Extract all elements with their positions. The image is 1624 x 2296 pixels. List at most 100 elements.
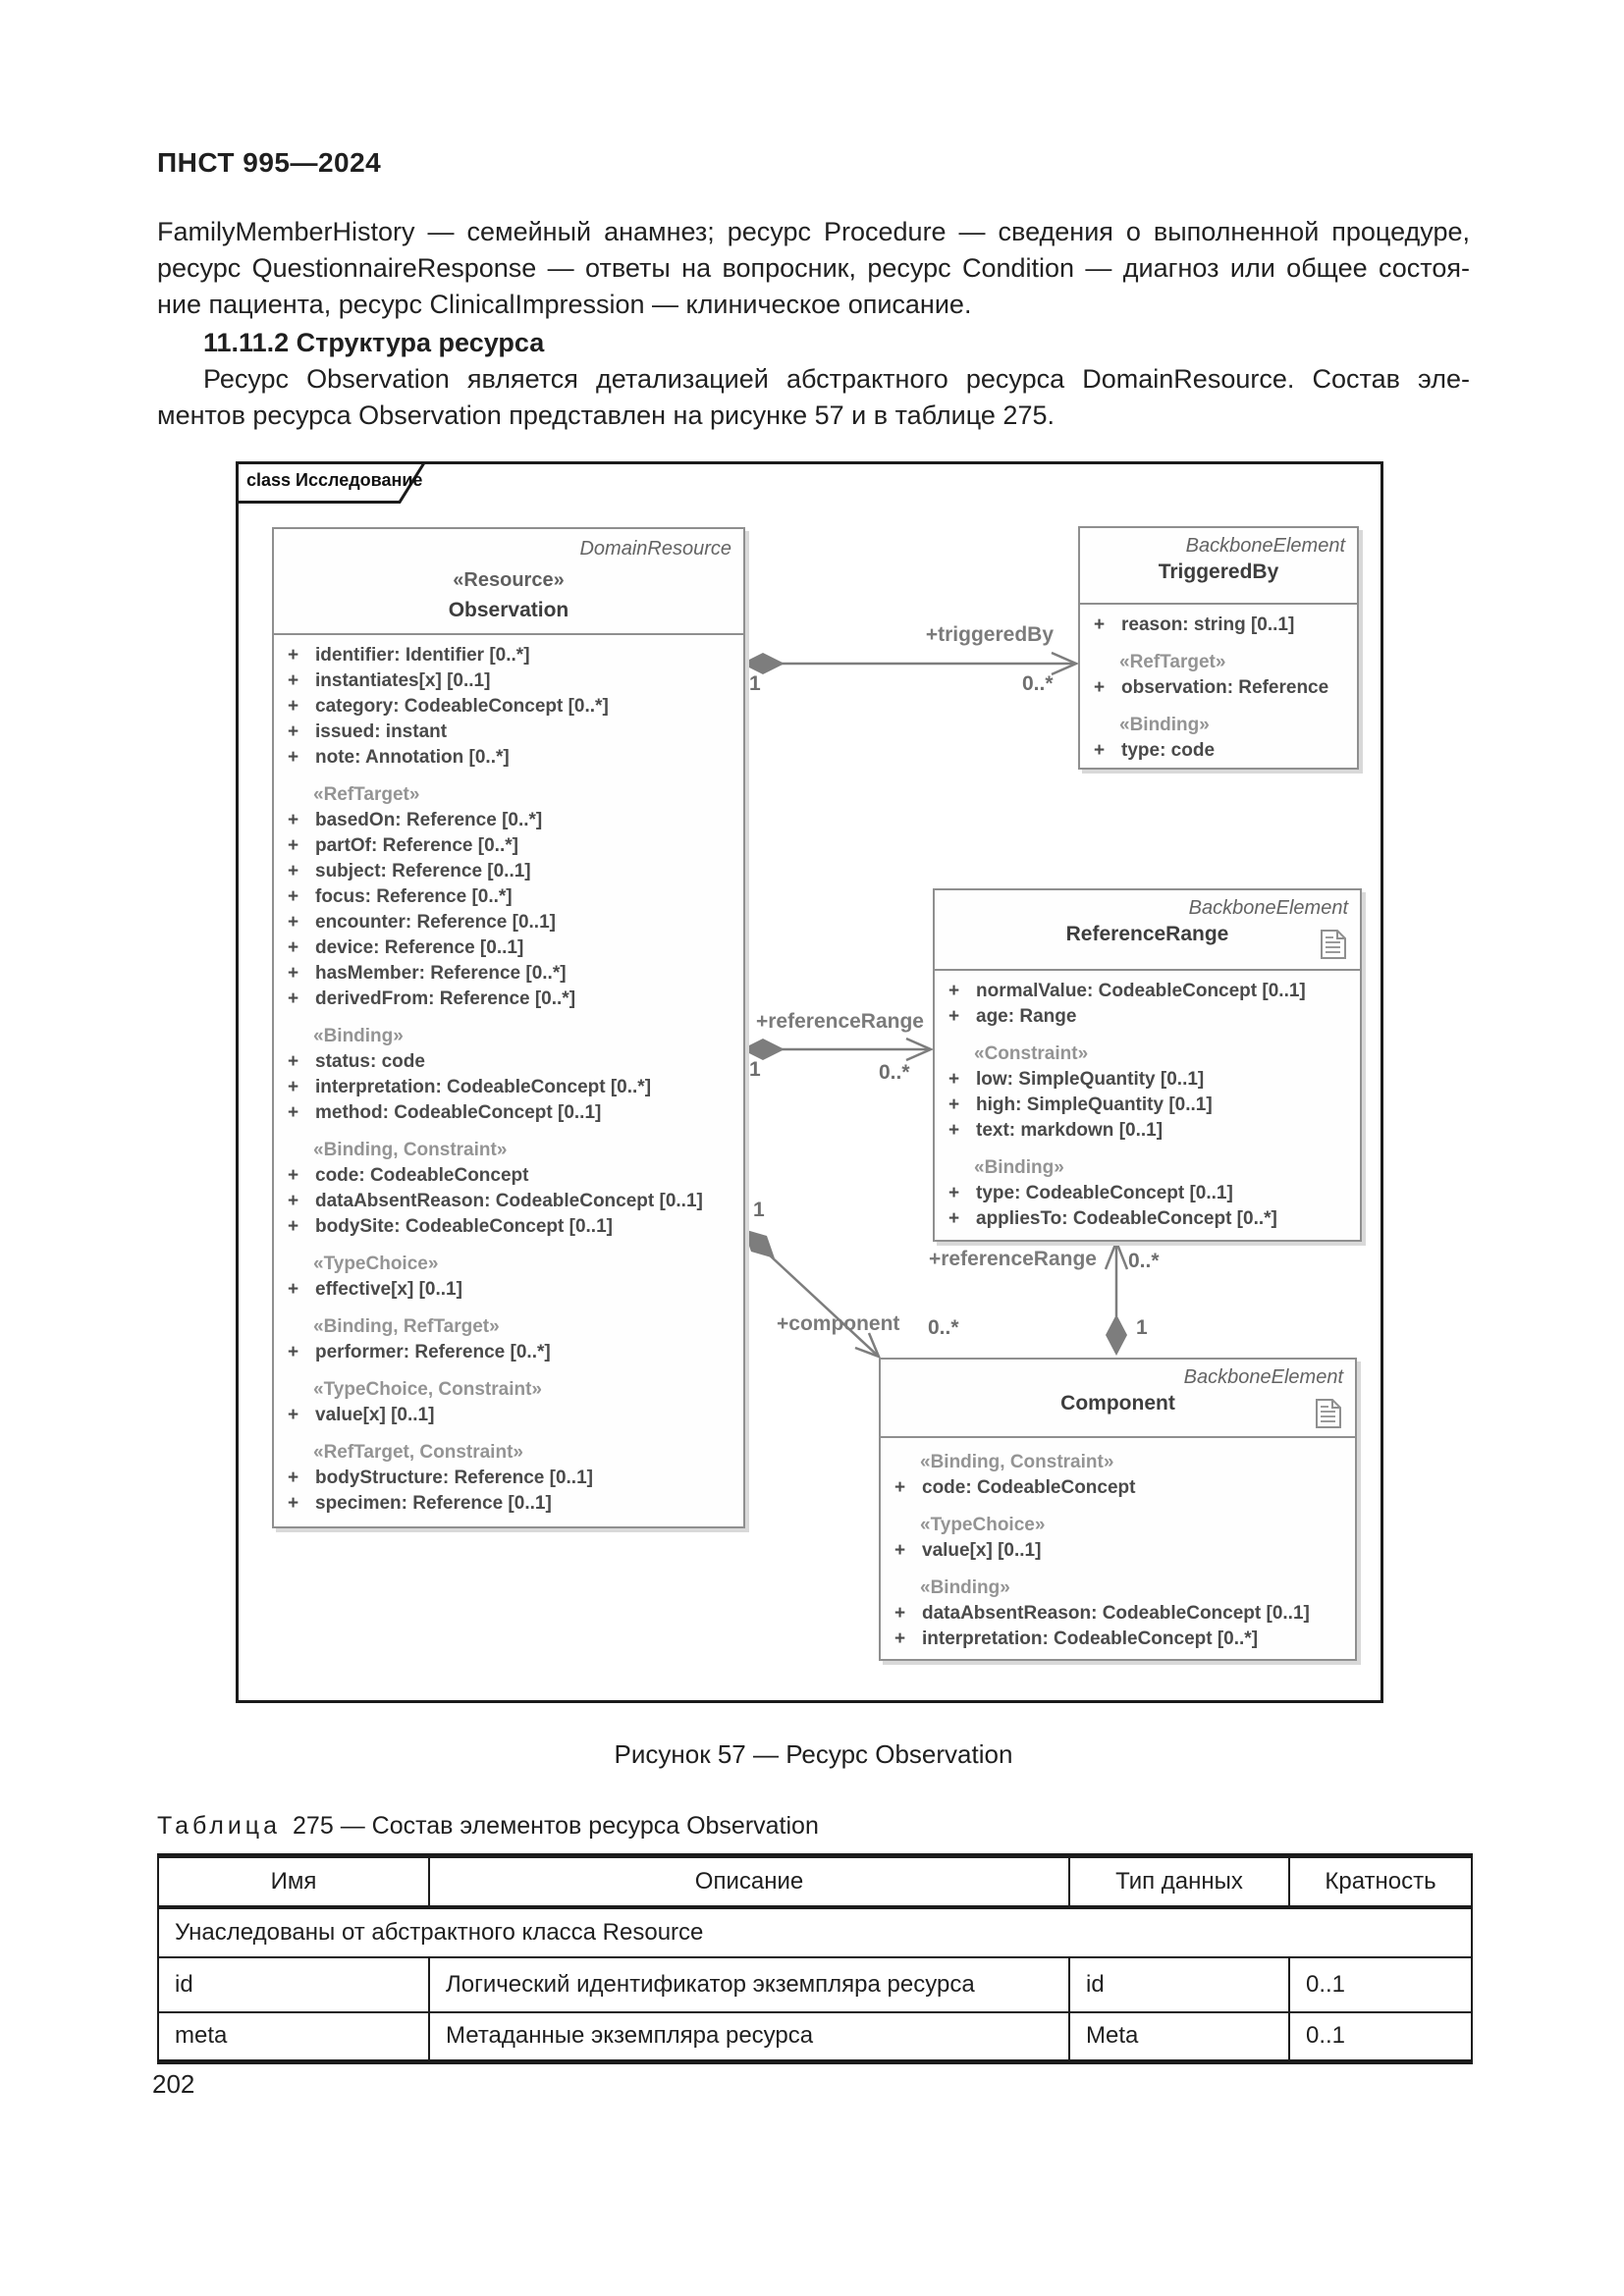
frame-tab-shape xyxy=(236,461,427,504)
visibility-plus: + xyxy=(948,1120,960,1141)
uml-attribute: +type: CodeableConcept [0..1] xyxy=(935,1181,1360,1206)
visibility-plus: + xyxy=(288,937,299,958)
class-name: ReferenceRange xyxy=(1065,923,1229,945)
document-icon xyxy=(1316,1399,1341,1428)
class-name: Component xyxy=(1060,1392,1175,1415)
uml-attribute: +focus: Reference [0..*] xyxy=(274,884,743,910)
uml-attribute: +appliesTo: CodeableConcept [0..*] xyxy=(935,1206,1360,1232)
uml-diagram-frame: class Исследование +triggeredBy 1 0..* +… xyxy=(236,461,1383,1703)
uml-attribute: +specimen: Reference [0..1] xyxy=(274,1491,743,1517)
table-caption-text: 275 — Состав элементов ресурса Observati… xyxy=(293,1812,819,1840)
uml-attribute: +derivedFrom: Reference [0..*] xyxy=(274,987,743,1012)
visibility-plus: + xyxy=(288,886,299,907)
class-name: TriggeredBy xyxy=(1158,561,1279,583)
visibility-plus: + xyxy=(894,1477,906,1498)
uml-attribute: +bodyStructure: Reference [0..1] xyxy=(274,1466,743,1491)
uml-attribute: +age: Range xyxy=(935,1004,1360,1030)
document-icon xyxy=(1321,930,1346,959)
class-component: BackboneElement Component «Binding, Cons… xyxy=(879,1358,1357,1661)
aggregation-diamond xyxy=(741,653,785,674)
visibility-plus: + xyxy=(948,981,960,1001)
multiplicity: 0..* xyxy=(928,1316,959,1339)
uml-attribute: +status: code xyxy=(274,1049,743,1075)
visibility-plus: + xyxy=(288,1493,299,1514)
intro-paragraph: FamilyMemberHistory — семейный анамнез; … xyxy=(157,214,1470,323)
uml-stereotype: «Binding» xyxy=(920,1577,1010,1598)
paragraph-line: ресурс QuestionnaireResponse — ответы на… xyxy=(157,253,1470,283)
cell-type: Meta xyxy=(1068,2011,1290,2062)
multiplicity: 1 xyxy=(1136,1316,1148,1339)
uml-attribute: +type: code xyxy=(1080,738,1357,764)
visibility-plus: + xyxy=(288,912,299,933)
visibility-plus: + xyxy=(894,1540,906,1561)
visibility-plus: + xyxy=(1094,740,1106,761)
cell-name: meta xyxy=(157,2011,430,2062)
uml-stereotype: «Binding» xyxy=(1119,715,1210,735)
class-header: BackboneElement Component xyxy=(881,1360,1355,1438)
uml-stereotype: «TypeChoice» xyxy=(920,1515,1046,1535)
visibility-plus: + xyxy=(948,1208,960,1229)
visibility-plus: + xyxy=(288,1342,299,1362)
uml-stereotype: «RefTarget, Constraint» xyxy=(313,1442,523,1463)
uml-stereotype: «Binding, RefTarget» xyxy=(313,1316,500,1337)
multiplicity: 0..* xyxy=(879,1061,910,1084)
parent-class-name: BackboneElement xyxy=(1183,1366,1343,1388)
visibility-plus: + xyxy=(288,1051,299,1072)
class-header: DomainResource «Resource» Observation xyxy=(274,529,743,635)
arrowhead xyxy=(854,1332,882,1360)
class-header: BackboneElement TriggeredBy xyxy=(1080,528,1357,605)
section-heading: 11.11.2 Структура ресурса xyxy=(203,328,545,357)
association-label-component: +component xyxy=(777,1312,900,1335)
column-header-description: Описание xyxy=(428,1854,1070,1909)
cell-name: id xyxy=(157,1956,430,2013)
visibility-plus: + xyxy=(288,861,299,881)
uml-stereotype: «RefTarget» xyxy=(313,784,420,805)
table-header-row: Имя Описание Тип данных Кратность xyxy=(157,1854,1473,1909)
visibility-plus: + xyxy=(948,1069,960,1090)
visibility-plus: + xyxy=(288,696,299,717)
uml-attribute: +low: SimpleQuantity [0..1] xyxy=(935,1067,1360,1093)
uml-stereotype: «Binding, Constraint» xyxy=(313,1140,508,1160)
uml-attribute: +hasMember: Reference [0..*] xyxy=(274,961,743,987)
attribute-compartment: +reason: string [0..1] «RefTarget» +obse… xyxy=(1080,605,1357,764)
arrowhead xyxy=(1051,651,1080,676)
column-header-type: Тип данных xyxy=(1068,1854,1290,1909)
visibility-plus: + xyxy=(288,1279,299,1300)
association-label-referencerange: +referenceRange xyxy=(755,1010,924,1033)
arrowhead xyxy=(1104,1238,1129,1270)
arrowhead xyxy=(905,1037,935,1062)
visibility-plus: + xyxy=(288,747,299,768)
uml-stereotype: «Binding» xyxy=(313,1026,404,1046)
uml-attribute: +performer: Reference [0..*] xyxy=(274,1340,743,1365)
visibility-plus: + xyxy=(288,1165,299,1186)
association-label-triggeredby: +triggeredBy xyxy=(925,623,1054,646)
uml-stereotype: «TypeChoice, Constraint» xyxy=(313,1379,542,1400)
visibility-plus: + xyxy=(948,1095,960,1115)
uml-attribute: +bodySite: CodeableConcept [0..1] xyxy=(274,1214,743,1240)
multiplicity: 1 xyxy=(749,672,761,695)
visibility-plus: + xyxy=(288,1102,299,1123)
uml-attribute: +subject: Reference [0..1] xyxy=(274,859,743,884)
uml-attribute: +interpretation: CodeableConcept [0..*] xyxy=(881,1627,1355,1652)
class-referencerange: BackboneElement ReferenceRange +normalVa… xyxy=(933,888,1362,1242)
visibility-plus: + xyxy=(948,1006,960,1027)
attribute-compartment: +identifier: Identifier [0..*] +instanti… xyxy=(274,635,743,1517)
uml-stereotype: «Binding» xyxy=(974,1157,1064,1178)
uml-attribute: +code: CodeableConcept xyxy=(274,1163,743,1189)
uml-attribute: +code: CodeableConcept xyxy=(881,1475,1355,1501)
visibility-plus: + xyxy=(288,810,299,830)
cell-type: id xyxy=(1068,1956,1290,2013)
table-row: meta Метаданные экземпляра ресурса Meta … xyxy=(157,2011,1473,2062)
aggregation-diamond xyxy=(741,1039,785,1060)
frame-label: class Исследование xyxy=(246,470,423,490)
uml-attribute: +partOf: Reference [0..*] xyxy=(274,833,743,859)
class-header: BackboneElement ReferenceRange xyxy=(935,890,1360,971)
section-paragraph: Ресурс Observation является детализацией… xyxy=(157,361,1470,434)
attribute-compartment: «Binding, Constraint» +code: CodeableCon… xyxy=(881,1438,1355,1652)
visibility-plus: + xyxy=(288,1405,299,1425)
uml-attribute: +identifier: Identifier [0..*] xyxy=(274,643,743,668)
uml-attribute: +reason: string [0..1] xyxy=(1080,613,1357,638)
class-stereotype: «Resource» xyxy=(453,569,565,591)
uml-attribute: +basedOn: Reference [0..*] xyxy=(274,808,743,833)
